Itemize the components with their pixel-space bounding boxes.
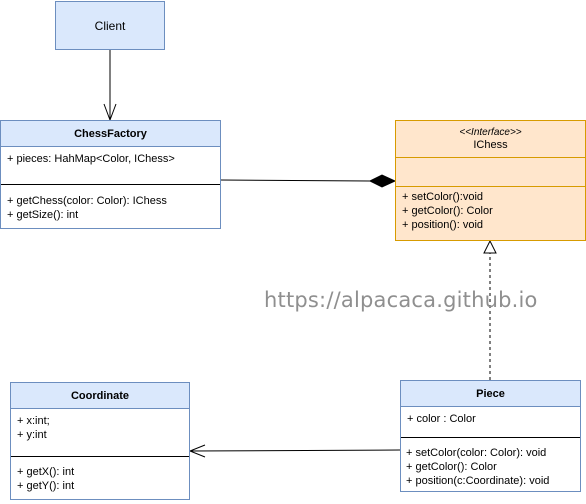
separator xyxy=(396,186,585,187)
separator xyxy=(11,456,189,457)
piece-coordinate-edge xyxy=(189,449,401,452)
attribute: + pieces: HahMap<Color, IChess> xyxy=(7,153,175,165)
piece-attributes: + color : Color xyxy=(401,407,580,437)
chess-factory-class[interactable]: ChessFactory + pieces: HahMap<Color, ICh… xyxy=(0,120,221,229)
method: + setColor(color: Color): void xyxy=(406,447,547,459)
client-label: Client xyxy=(94,18,126,33)
method: + position(): void xyxy=(402,219,484,231)
method: + getColor(): Color xyxy=(402,205,493,217)
composition-diamond xyxy=(368,174,397,188)
method: + getColor(): Color xyxy=(406,461,497,473)
chess-factory-methods: + getChess(color: Color): IChess + getSi… xyxy=(1,185,220,224)
method: + getSize(): int xyxy=(7,209,79,221)
watermark-text: https://alpacaca.github.io xyxy=(264,288,538,312)
attribute: + color : Color xyxy=(407,413,476,425)
coordinate-attributes: + x:int; + y:int xyxy=(11,409,189,456)
interface-stereotype: <<Interface>> xyxy=(459,127,522,138)
ichess-header: <<Interface>> IChess xyxy=(396,121,585,158)
ichess-interface[interactable]: <<Interface>> IChess + setColor():void +… xyxy=(395,120,586,241)
ichess-name: IChess xyxy=(473,139,508,151)
method: + getX(): int xyxy=(17,466,75,478)
method: + position(c:Coordinate): void xyxy=(406,475,550,487)
attribute: + x:int; xyxy=(17,415,50,427)
chess-factory-attributes: + pieces: HahMap<Color, IChess> xyxy=(1,147,220,184)
separator xyxy=(1,184,220,185)
coordinate-name: Coordinate xyxy=(11,383,189,409)
separator xyxy=(401,437,580,438)
factory-ichess-edge xyxy=(219,179,371,182)
piece-methods: + setColor(color: Color): void + getColo… xyxy=(401,438,580,490)
ichess-attributes xyxy=(396,158,585,186)
piece-name: Piece xyxy=(401,381,580,407)
method: + getY(): int xyxy=(17,480,75,492)
attribute: + y:int xyxy=(17,429,47,441)
coordinate-class[interactable]: Coordinate + x:int; + y:int + getX(): in… xyxy=(10,382,190,500)
chess-factory-name: ChessFactory xyxy=(1,121,220,147)
client-box[interactable]: Client xyxy=(55,1,165,50)
method: + getChess(color: Color): IChess xyxy=(7,195,167,207)
ichess-methods: + setColor():void + getColor(): Color + … xyxy=(396,187,585,234)
piece-class[interactable]: Piece + color : Color + setColor(color: … xyxy=(400,380,581,492)
piece-coordinate-arrowhead xyxy=(188,444,206,458)
realization-triangle xyxy=(483,239,497,254)
method: + setColor():void xyxy=(402,191,484,203)
coordinate-methods: + getX(): int + getY(): int xyxy=(11,457,189,495)
